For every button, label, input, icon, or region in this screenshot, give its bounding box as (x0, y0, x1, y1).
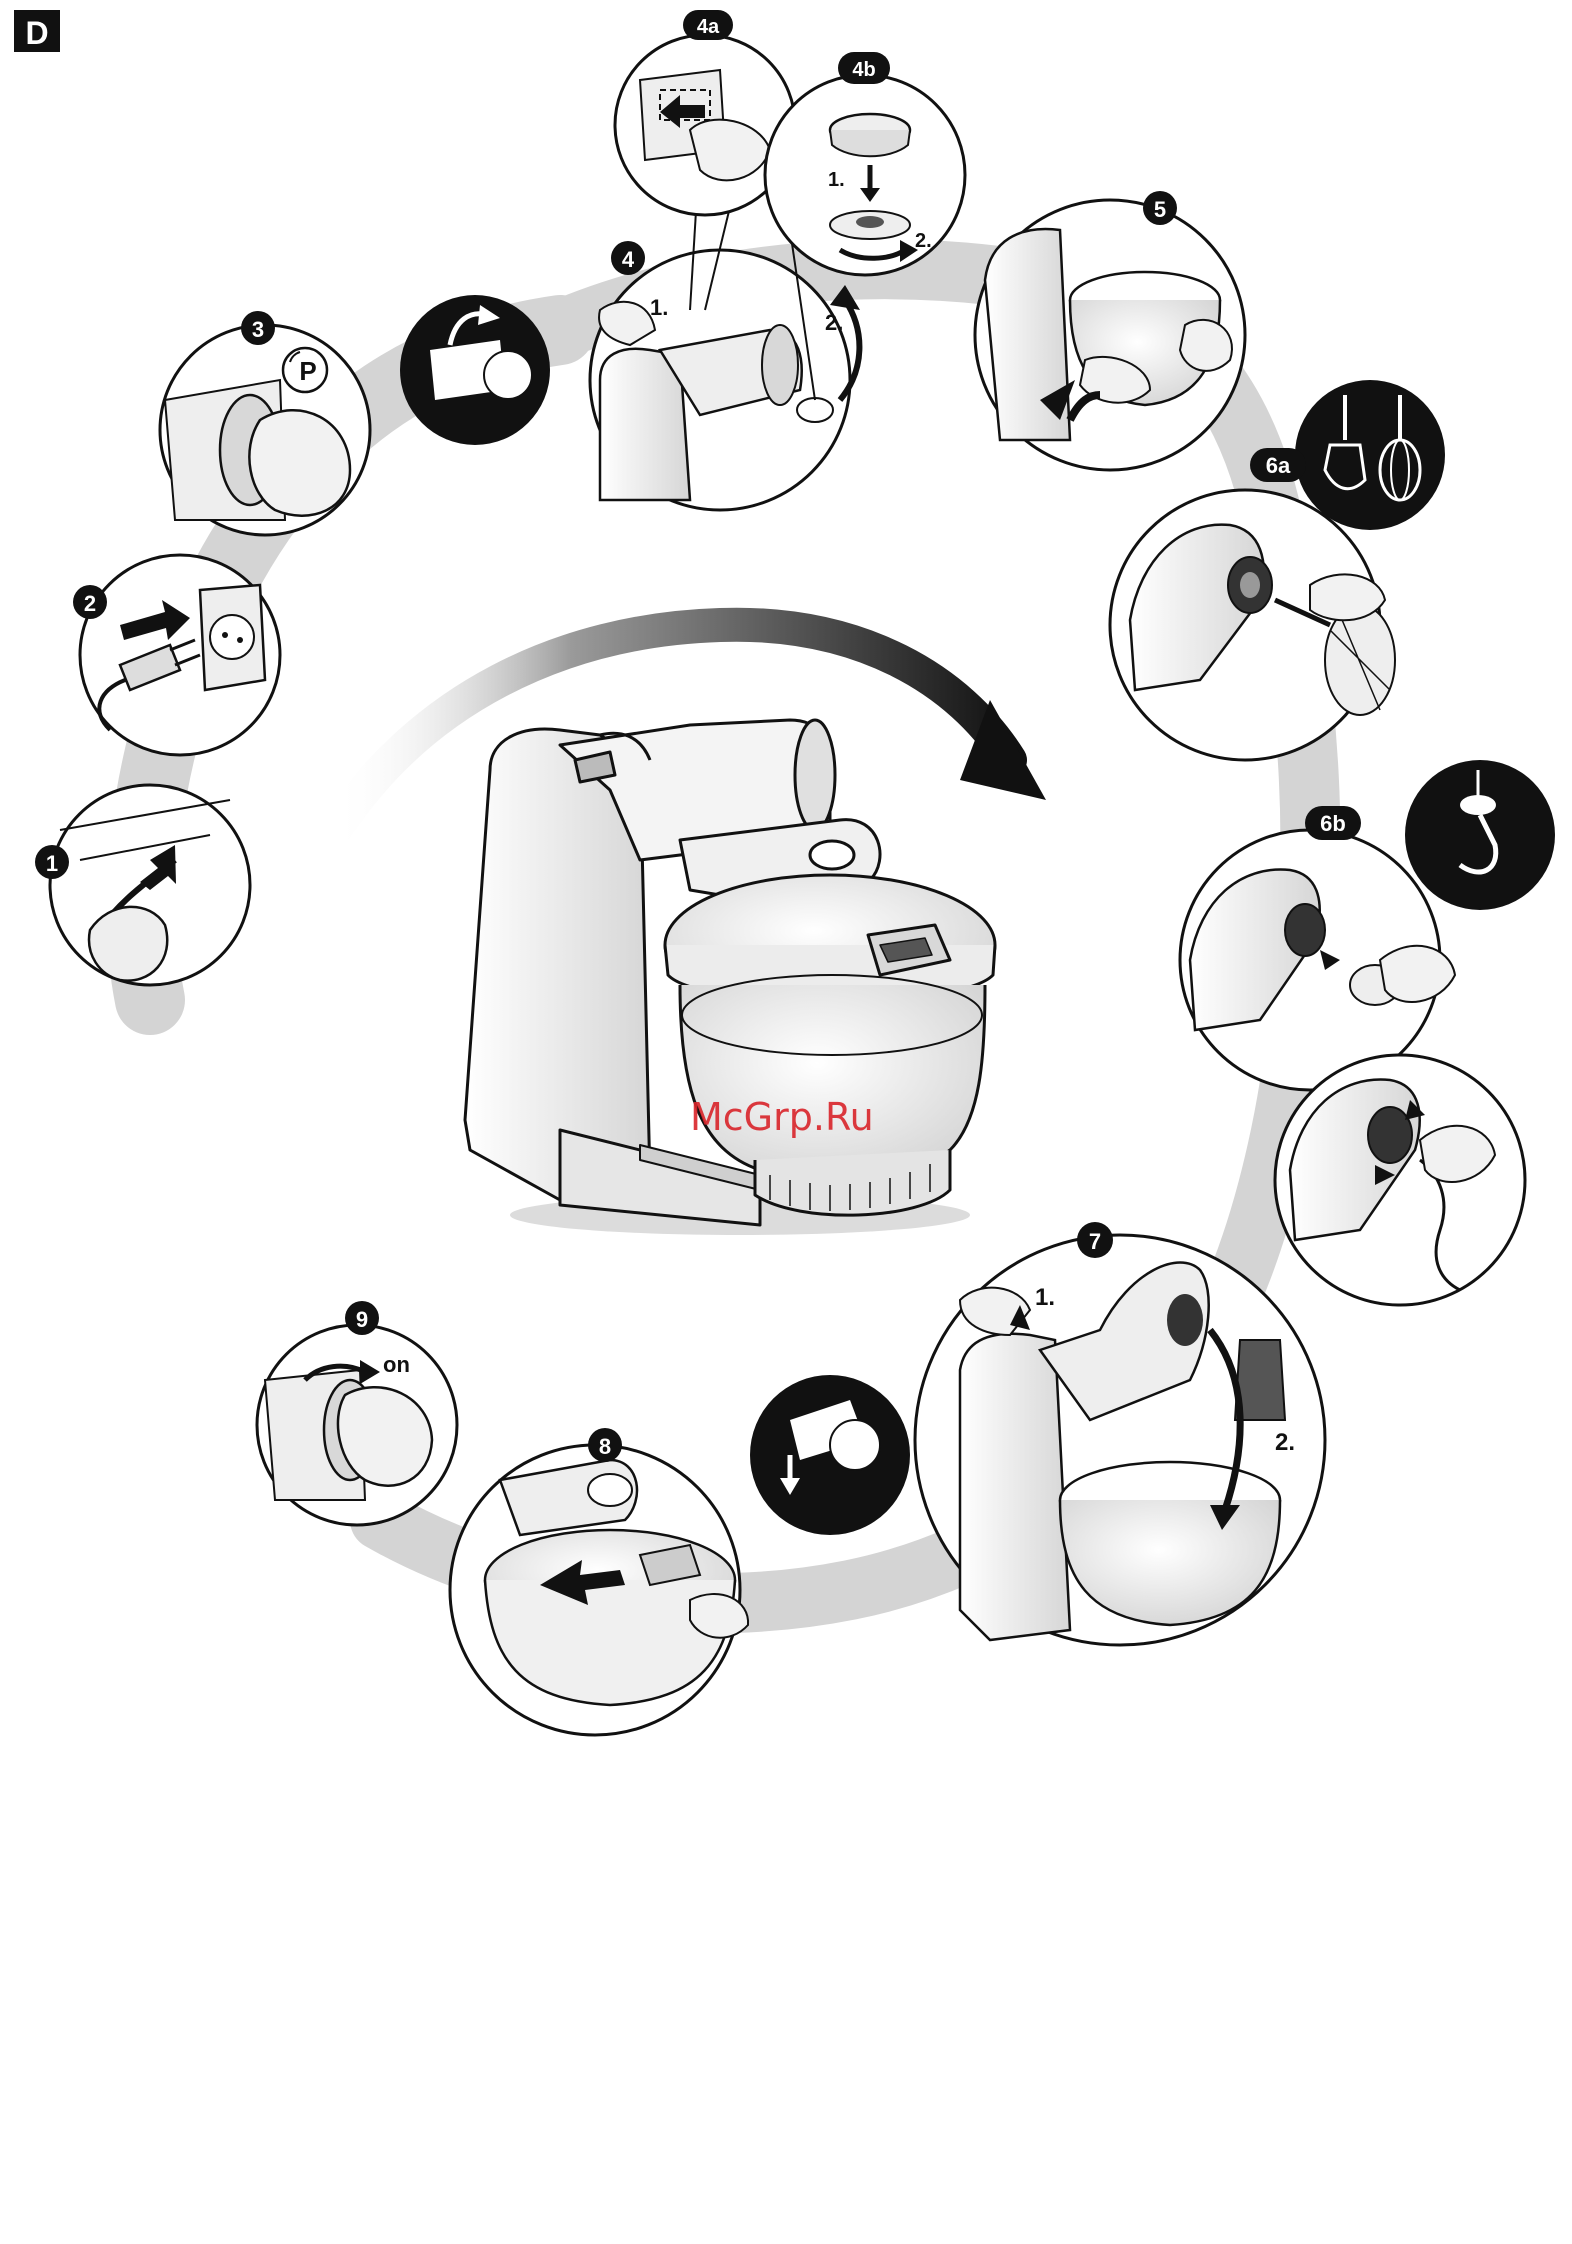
step-6b-label: 6b (1305, 806, 1361, 840)
svg-text:9: 9 (356, 1307, 368, 1332)
svg-text:P: P (299, 356, 316, 386)
svg-text:2.: 2. (825, 310, 843, 335)
svg-text:1.: 1. (828, 169, 845, 191)
hand-icon (89, 907, 167, 981)
kitchen-machine (465, 720, 995, 1235)
svg-text:8: 8 (599, 1434, 611, 1459)
svg-text:4: 4 (622, 247, 635, 272)
section-label: D (14, 10, 60, 52)
step-3-label: 3 (241, 311, 275, 345)
step-1-illustration (50, 785, 250, 985)
svg-text:4b: 4b (852, 59, 875, 81)
step-3-illustration: P (160, 325, 370, 535)
svg-text:4a: 4a (697, 16, 720, 38)
step-9-label: 9 (345, 1301, 379, 1335)
hand-icon (1180, 320, 1232, 371)
svg-text:6a: 6a (1266, 453, 1291, 478)
step-4a-label: 4a (683, 10, 733, 40)
tool-icons-circle (1295, 380, 1445, 530)
step-1-label: 1 (35, 845, 69, 879)
step-4b-illustration: 1. 2. (765, 75, 965, 275)
svg-text:D: D (25, 15, 48, 51)
hook-detail-circle (1405, 760, 1555, 910)
svg-text:1: 1 (46, 851, 58, 876)
step-9-illustration: on (257, 1325, 457, 1525)
hand-icon (1380, 946, 1455, 1002)
svg-text:5: 5 (1154, 197, 1166, 222)
svg-text:on: on (383, 1352, 410, 1377)
svg-text:7: 7 (1089, 1229, 1101, 1254)
park-position-icon: P (283, 348, 327, 392)
svg-text:2.: 2. (1275, 1429, 1295, 1456)
step-4b-label: 4b (838, 52, 890, 84)
step-6b-twist-illustration (1275, 1055, 1525, 1305)
step-8-illustration (450, 1445, 748, 1735)
socket-icon (200, 585, 265, 690)
step-4-label: 4 (611, 241, 645, 275)
svg-text:2: 2 (84, 591, 96, 616)
step-8-label: 8 (588, 1428, 622, 1462)
step-7-illustration: 1. 2. (915, 1235, 1325, 1645)
arm-lower-icon (750, 1375, 910, 1535)
step-6a-label: 6a (1250, 448, 1306, 482)
step-2-illustration (80, 555, 280, 755)
step-2-label: 2 (73, 585, 107, 619)
svg-text:6b: 6b (1320, 811, 1346, 836)
step-7-label: 7 (1077, 1222, 1113, 1258)
step-5-illustration (975, 200, 1245, 470)
step-5-label: 5 (1143, 191, 1177, 225)
svg-text:1.: 1. (1035, 1284, 1055, 1311)
step-6a-illustration (1110, 490, 1395, 760)
svg-text:1.: 1. (650, 295, 668, 320)
svg-text:3: 3 (252, 317, 264, 342)
arm-position-icon (400, 295, 550, 445)
watermark: McGrp.Ru (690, 1095, 874, 1139)
svg-text:2.: 2. (915, 230, 932, 252)
